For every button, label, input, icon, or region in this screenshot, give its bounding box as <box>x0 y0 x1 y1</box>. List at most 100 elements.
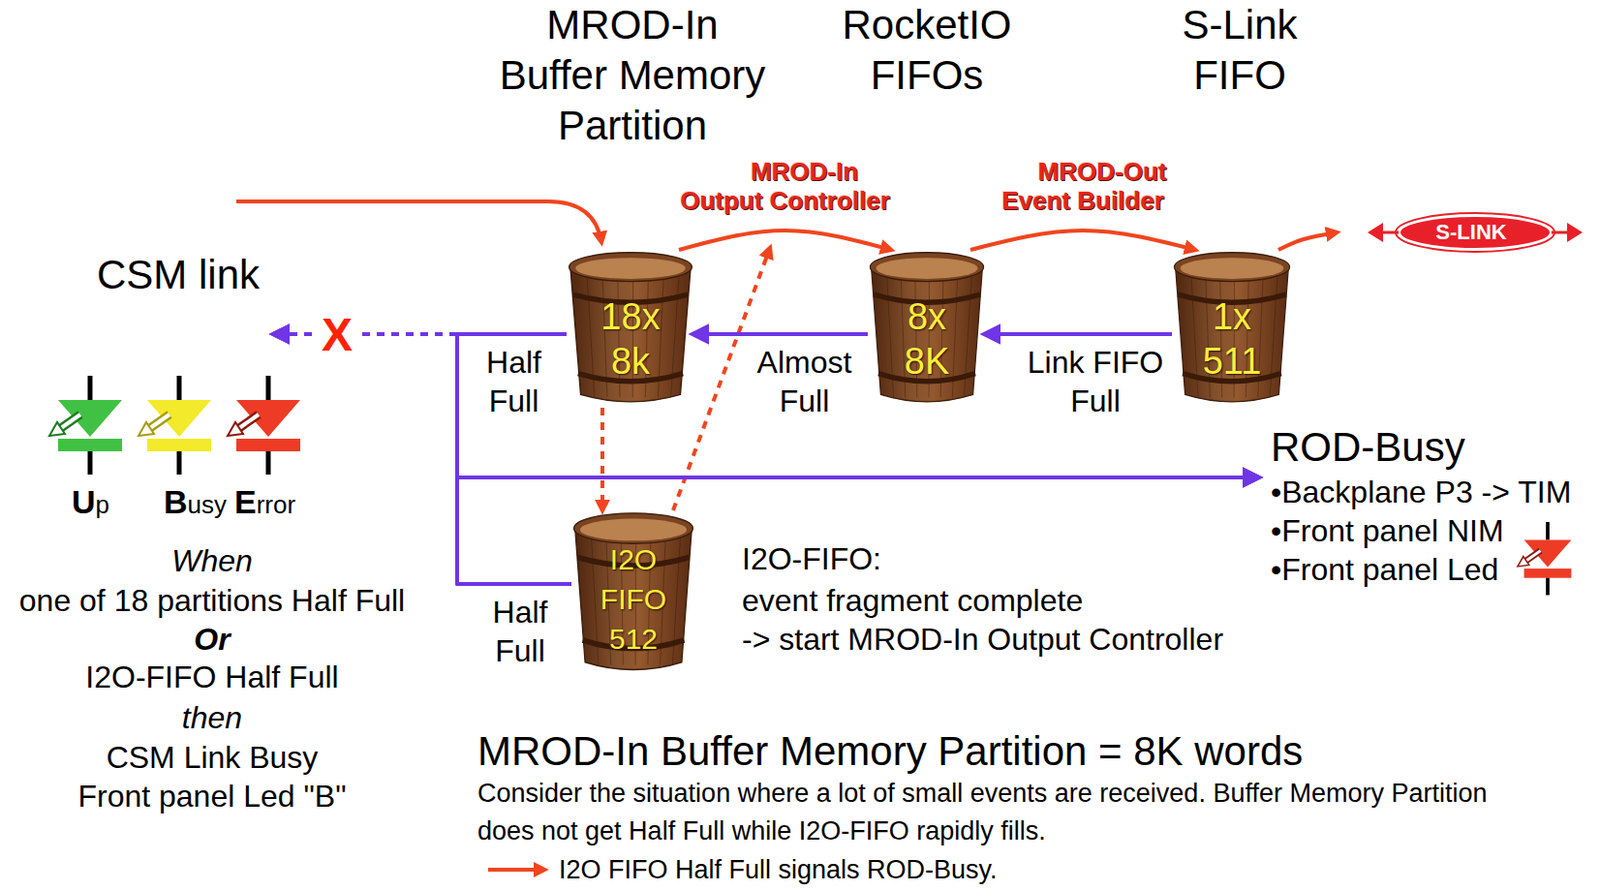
node-text: •Front panel Led <box>1270 550 1571 589</box>
label-holder: Front panel Led "B" <box>77 776 346 816</box>
section-heading: MROD-In Buffer Memory Partition = 8K wor… <box>477 730 1303 773</box>
led-ray <box>61 414 81 429</box>
label-holder: -> start MROD-In Output Controller <box>741 619 1224 659</box>
label-holder: one of 18 partitions Half Full <box>19 581 405 620</box>
bucket-inside <box>575 257 686 279</box>
slink-head <box>1567 222 1583 243</box>
column-heading: MROD-In Buffer Memory Partition <box>492 0 772 152</box>
condition-note: Front panel Led "B" <box>77 776 346 816</box>
led-label: Busy <box>163 482 227 524</box>
led-lead <box>177 451 183 475</box>
led-lead <box>88 451 93 475</box>
led-lead <box>266 375 272 400</box>
bucket-body <box>871 268 984 402</box>
signal-connector <box>694 334 868 336</box>
bucket-label: 8x 8K <box>904 294 950 384</box>
led-label: Up <box>71 482 110 524</box>
led-bar <box>1524 568 1572 579</box>
connector-line <box>970 230 1196 250</box>
label-holder: I2O-FIFO Half Full <box>85 657 339 697</box>
label-holder: Busy <box>163 482 227 524</box>
csm-link-target: CSM link <box>92 249 276 347</box>
node-text: •Backplane P3 -> TIM <box>1270 472 1571 512</box>
connector-line <box>457 334 572 585</box>
signal-connector <box>678 230 892 250</box>
condition-note: then <box>182 698 243 738</box>
led-triangle <box>236 400 301 437</box>
led-ray <box>61 414 81 429</box>
connector-layer <box>275 230 1337 585</box>
bucket-rim <box>569 252 693 282</box>
connector-label-holder: Almost Full <box>757 342 853 421</box>
label-holder: Up <box>71 482 110 524</box>
label-holder: Error <box>234 482 296 524</box>
condition-note: I2O-FIFO Half Full <box>85 657 339 697</box>
led-lead <box>1545 522 1550 541</box>
explanation-text: Consider the situation where a lot of sm… <box>477 774 1519 851</box>
signal-connector <box>275 334 572 585</box>
label-holder: MROD-In Buffer Memory Partition = 8K wor… <box>477 730 1303 773</box>
csm-input-arrow <box>236 201 602 243</box>
label-holder: Or <box>193 619 230 659</box>
connector-label-holder: Link FIFO Full <box>1017 342 1173 421</box>
rod-busy-target: ROD-Busy•Backplane P3 -> TIM •Front panel… <box>1257 422 1577 589</box>
label-holder: CSM Link Busy <box>106 738 319 777</box>
connector-label-holder: Half Full <box>486 342 542 421</box>
led-symbol <box>49 375 123 475</box>
signal-connector <box>1278 232 1337 250</box>
connector-line <box>275 332 458 337</box>
bucket-body <box>575 529 692 671</box>
label-holder: S-Link FIFO <box>1162 0 1318 101</box>
led-ray <box>150 414 170 429</box>
slink-head <box>1367 222 1384 243</box>
label-holder: X <box>318 309 356 361</box>
connector-line <box>1278 232 1337 250</box>
signal-connector <box>985 334 1172 336</box>
connector-line <box>275 332 458 337</box>
led-lead <box>88 375 93 400</box>
bucket-body <box>570 268 691 402</box>
bucket-label: I2O FIFO 512 <box>600 539 667 659</box>
led-ray <box>1526 551 1541 561</box>
connector-line <box>600 407 605 511</box>
bucket-rim <box>869 252 984 282</box>
fifo-note: I2O-FIFO: <box>741 539 882 579</box>
bucket-body <box>1175 268 1290 402</box>
node-text: CSM link <box>96 249 260 301</box>
slink-fifo-bucket: 1x 511 <box>1171 249 1293 408</box>
led-triangle <box>147 400 212 437</box>
bucket-inside <box>876 257 979 279</box>
condition-note: Or <box>193 619 230 659</box>
led-bar <box>147 438 212 452</box>
column-heading: RocketIO FIFOs <box>830 0 1024 101</box>
connector-line <box>694 332 868 337</box>
led-ray-head <box>49 422 65 436</box>
label-holder: Consider the situation where a lot of sm… <box>477 774 1519 851</box>
label-holder: event fragment complete <box>741 581 1083 620</box>
led-ray-head <box>227 422 244 436</box>
signal-connector <box>602 407 604 511</box>
led-bar <box>236 438 301 452</box>
rocketio-fifo-bucket: 8x 8K <box>867 249 986 408</box>
bucket-rim <box>574 513 694 544</box>
bucket-label: 18x 8k <box>600 294 660 384</box>
bucket-inside <box>580 519 687 542</box>
condition-note: When <box>171 541 253 581</box>
process-name: MROD-Out Event Builder <box>985 156 1180 216</box>
signal-name: Half Full <box>486 342 542 421</box>
condition-note: one of 18 partitions Half Full <box>19 581 405 620</box>
column-heading: S-Link FIFO <box>1162 0 1318 101</box>
node-text: ROD-Busy <box>1270 422 1571 473</box>
connector-label-holder: MROD-In Output Controller <box>674 156 897 216</box>
bucket-rim <box>1173 252 1290 282</box>
label-holder: MROD-In Buffer Memory Partition <box>492 0 772 152</box>
connector-line <box>457 477 1258 585</box>
led-bar <box>58 438 123 452</box>
bucket-label: 1x 511 <box>1202 294 1262 384</box>
process-name: MROD-In Output Controller <box>674 156 897 216</box>
led-ray <box>1526 551 1541 561</box>
connector-line <box>678 230 892 250</box>
fifo-note: event fragment complete <box>741 581 1083 620</box>
led-ray <box>239 414 259 429</box>
led-triangle <box>58 400 123 437</box>
